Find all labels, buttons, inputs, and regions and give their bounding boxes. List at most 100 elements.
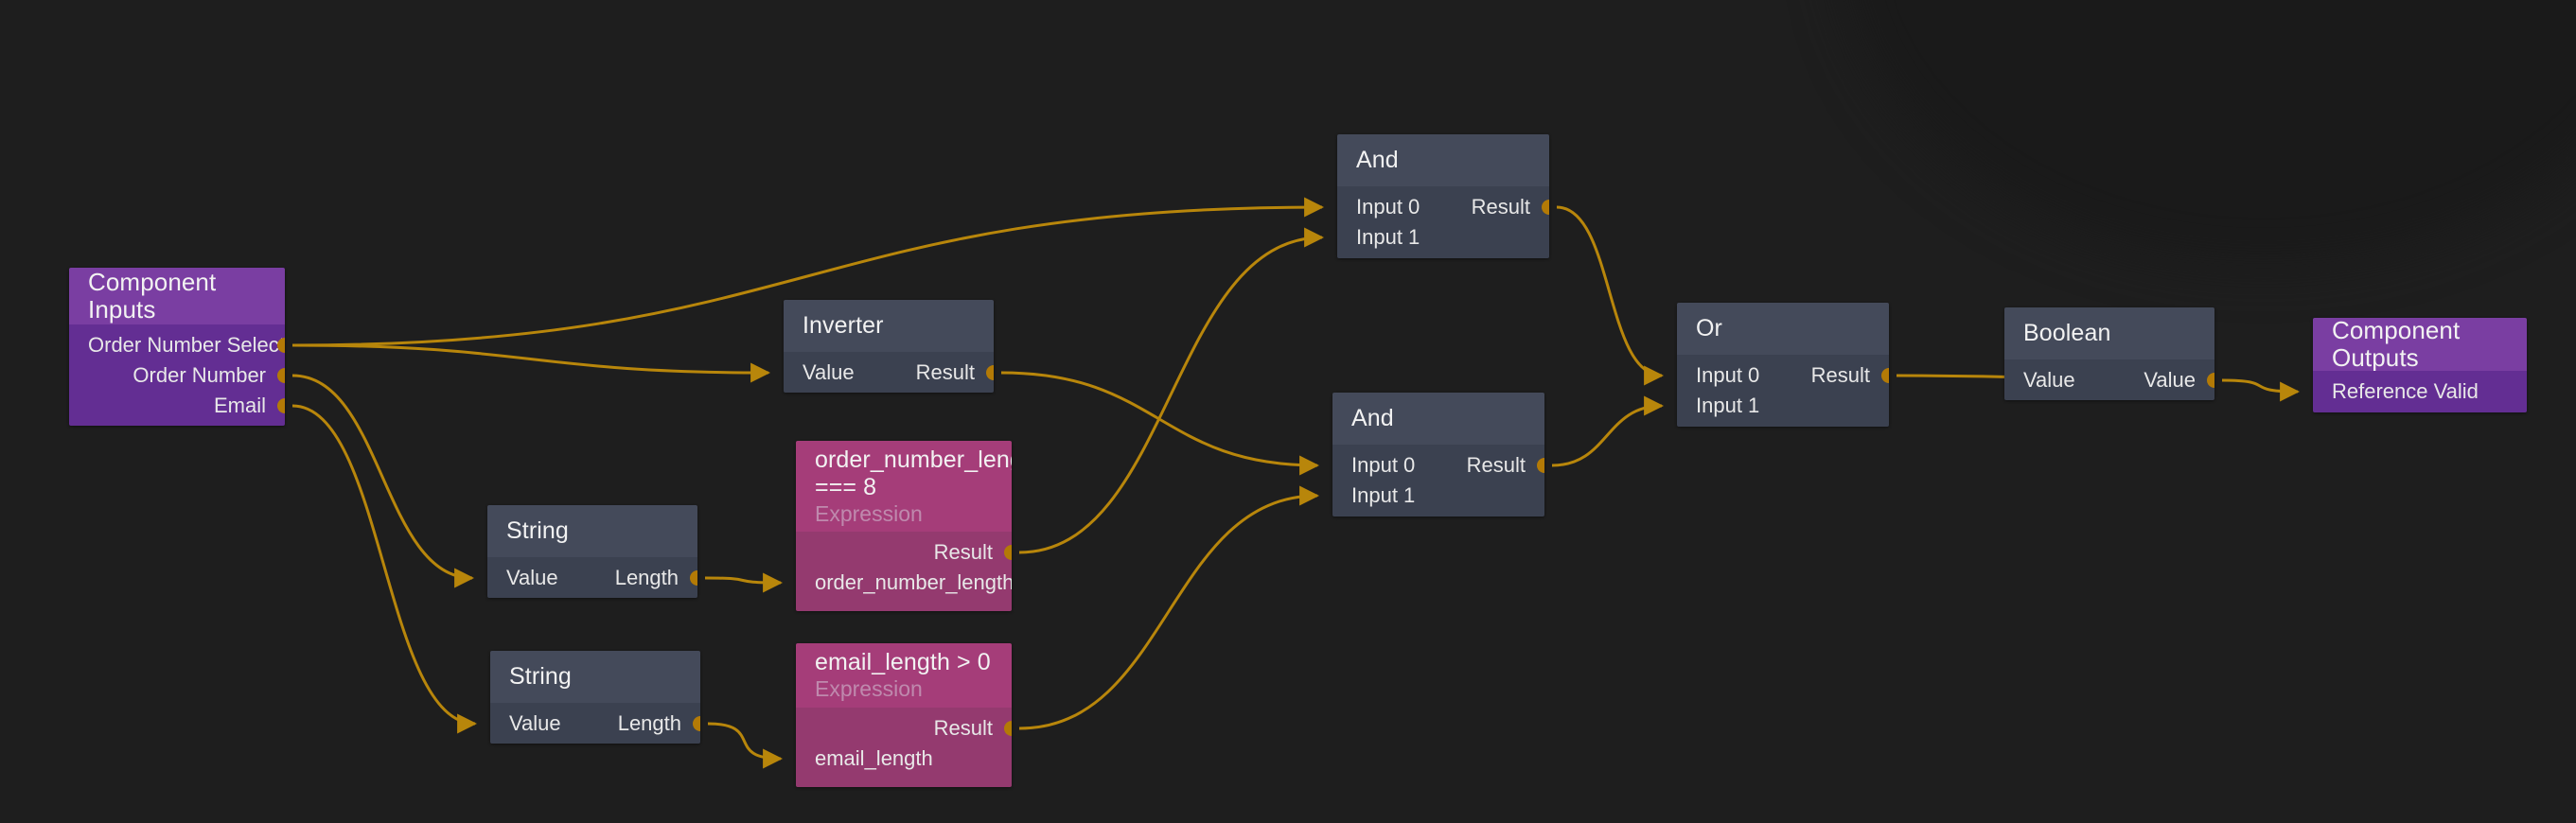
port-row: Input 0 Result <box>1332 450 1544 481</box>
node-subtitle: Expression <box>815 676 923 701</box>
node-subtitle: Expression <box>815 500 923 526</box>
port-row: Input 1 <box>1677 391 1889 421</box>
node-header-component-outputs[interactable]: Component Outputs <box>2313 318 2527 372</box>
input-port-label[interactable]: Input 0 <box>1356 195 1420 219</box>
output-port-dot[interactable] <box>277 368 285 383</box>
output-port-label[interactable]: Order Number <box>132 363 266 387</box>
edge-connection[interactable] <box>1018 227 1325 554</box>
port-row: Value Length <box>490 709 700 739</box>
node-title: And <box>1356 147 1399 173</box>
output-port-dot[interactable] <box>1881 368 1889 383</box>
output-port-label[interactable]: Result <box>1471 195 1530 219</box>
edge-connection[interactable] <box>707 722 784 769</box>
input-port-label[interactable]: Reference Valid <box>2332 379 2479 403</box>
edge-connection[interactable] <box>1000 371 1320 476</box>
output-port-dot[interactable] <box>1537 458 1544 473</box>
node-header-string-email[interactable]: String <box>490 651 700 703</box>
edge-connection[interactable] <box>704 572 784 593</box>
node-title: Inverter <box>803 312 884 339</box>
input-port-label[interactable]: Value <box>506 566 558 589</box>
input-port-label[interactable]: Input 1 <box>1356 225 1420 249</box>
output-port-dot[interactable] <box>1004 545 1012 560</box>
edge-connection[interactable] <box>2221 378 2301 402</box>
output-port-dot[interactable] <box>2207 373 2214 388</box>
input-port-label[interactable]: Input 1 <box>1696 394 1760 417</box>
node-title: Component Outputs <box>2332 318 2461 372</box>
node-body-string-email: Value Length <box>490 703 700 744</box>
output-port-dot[interactable] <box>1542 200 1549 215</box>
edge-connection[interactable] <box>1556 205 1665 386</box>
node-title: Component Inputs <box>88 268 217 324</box>
output-port-label[interactable]: Result <box>1810 363 1870 387</box>
node-body-component-outputs: Reference Valid <box>2313 371 2527 412</box>
input-port-label[interactable]: Value <box>509 711 561 735</box>
port-row: Order Number Selected <box>69 330 285 360</box>
edge-connection[interactable] <box>291 404 478 734</box>
output-port-label[interactable]: Value <box>2144 368 2196 392</box>
edge-connection[interactable] <box>291 374 475 588</box>
port-row: Result <box>796 713 1012 744</box>
port-row: Input 1 <box>1337 222 1549 253</box>
node-header-boolean[interactable]: Boolean <box>2004 307 2214 359</box>
edge-connection[interactable] <box>1551 395 1665 467</box>
node-title: Or <box>1696 315 1722 341</box>
port-row: Value Length <box>487 563 697 593</box>
node-header-component-inputs[interactable]: Component Inputs <box>69 268 285 324</box>
node-header-string-order-number[interactable]: String <box>487 505 697 557</box>
node-header-and-top[interactable]: And <box>1337 134 1549 186</box>
node-body-string-order-number: Value Length <box>487 557 697 598</box>
edge-connection[interactable] <box>291 343 771 383</box>
output-port-label[interactable]: Email <box>213 394 266 417</box>
input-port-label[interactable]: Value <box>2023 368 2075 392</box>
port-row: Value Value <box>2004 365 2214 395</box>
output-port-dot[interactable] <box>1004 721 1012 736</box>
output-port-label[interactable]: Result <box>1466 453 1526 477</box>
node-header-and-bottom[interactable]: And <box>1332 393 1544 445</box>
node-header-inverter[interactable]: Inverter <box>784 300 994 352</box>
input-port-label[interactable]: order_number_length <box>815 570 1012 594</box>
output-port-dot[interactable] <box>277 398 285 413</box>
node-body-inverter: Value Result <box>784 352 994 393</box>
node-title: String <box>506 517 569 544</box>
input-port-label[interactable]: Value <box>803 360 855 384</box>
output-port-dot[interactable] <box>277 338 285 353</box>
node-header-or[interactable]: Or <box>1677 303 1889 355</box>
output-port-label[interactable]: Length <box>617 711 681 735</box>
output-port-dot[interactable] <box>986 365 994 380</box>
background-vignette <box>1838 0 2576 265</box>
output-port-dot[interactable] <box>690 570 697 586</box>
output-port-label[interactable]: Result <box>933 716 993 740</box>
port-row: Result <box>796 537 1012 568</box>
input-port-label[interactable]: email_length <box>815 746 933 770</box>
output-port-dot[interactable] <box>693 716 700 731</box>
node-expression-order-number-length[interactable]: order_number_length === 8ExpressionResul… <box>796 441 1012 611</box>
output-port-label[interactable]: Result <box>915 360 975 384</box>
output-port-label[interactable]: Result <box>933 540 993 564</box>
output-port-label[interactable]: Length <box>614 566 679 589</box>
input-port-label[interactable]: Input 1 <box>1351 483 1416 507</box>
input-port-label[interactable]: Input 0 <box>1351 453 1416 477</box>
node-title: String <box>509 663 572 690</box>
edge-connection[interactable] <box>1018 485 1320 730</box>
input-port-label[interactable]: Input 0 <box>1696 363 1760 387</box>
port-row: Reference Valid <box>2313 376 2527 407</box>
node-title: And <box>1351 405 1394 431</box>
output-port-label[interactable]: Order Number Selected <box>88 333 285 357</box>
